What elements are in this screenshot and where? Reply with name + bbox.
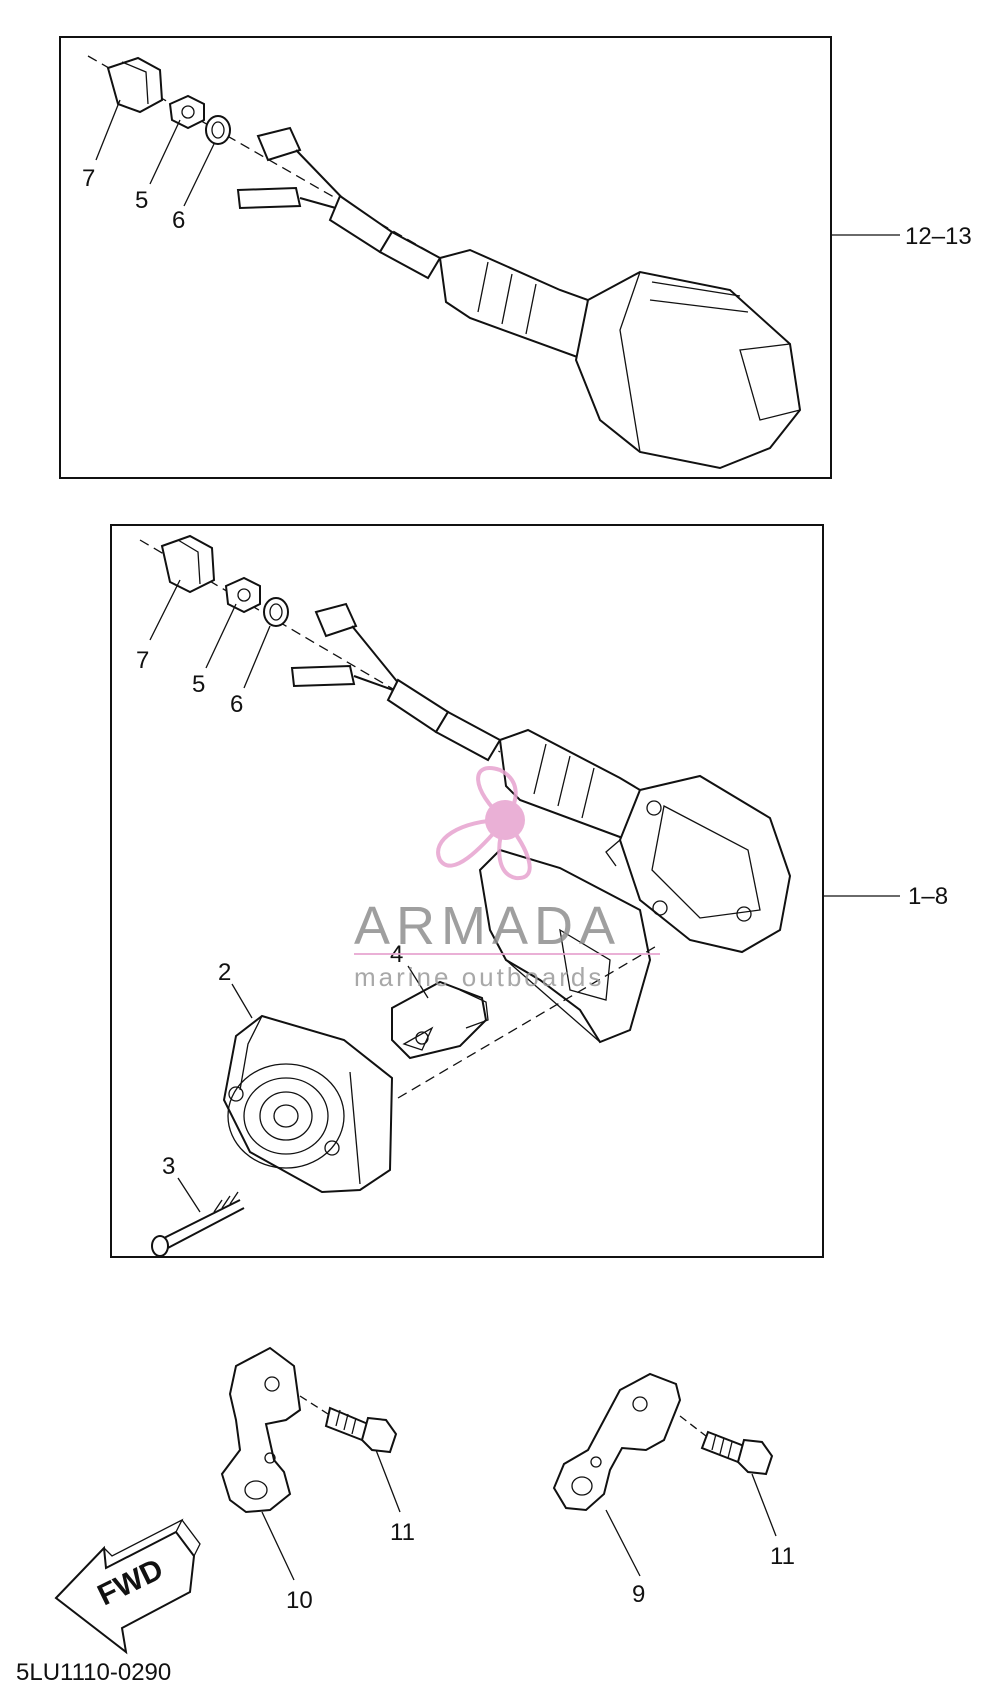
callout-top-assembly: 12–13 bbox=[905, 223, 972, 250]
main-lamp-body bbox=[498, 728, 792, 954]
main-washer bbox=[263, 597, 289, 627]
callout-main-7: 7 bbox=[136, 647, 149, 674]
main-lens bbox=[222, 1014, 394, 1194]
left-bracket-group: 11 10 bbox=[220, 1346, 415, 1614]
top-cap-nut bbox=[106, 56, 164, 114]
callout-bracket-10: 10 bbox=[286, 1587, 313, 1614]
callout-top-7: 7 bbox=[82, 165, 95, 192]
callout-main-6: 6 bbox=[230, 691, 243, 718]
callout-bracket-9: 9 bbox=[632, 1581, 645, 1608]
top-nut bbox=[168, 94, 205, 130]
armada-watermark: ARMADA marine outboards bbox=[354, 766, 660, 992]
callout-top-6: 6 bbox=[172, 207, 185, 234]
callout-top-5: 5 bbox=[135, 187, 148, 214]
callout-main-5: 5 bbox=[192, 671, 205, 698]
left-bolt bbox=[324, 1406, 398, 1454]
main-bulb bbox=[391, 980, 489, 1060]
main-assembly-panel: 7 5 6 1–8 2 3 4 bbox=[110, 524, 948, 1258]
top-assembly-panel: 7 5 6 12–13 bbox=[59, 36, 972, 479]
part-code: 5LU1110-0290 bbox=[16, 1659, 171, 1686]
main-panel-frame bbox=[110, 524, 824, 1258]
watermark-tagline: marine outboards bbox=[354, 962, 604, 992]
watermark-brand: ARMADA bbox=[354, 896, 621, 956]
main-wire-connectors bbox=[290, 602, 502, 762]
top-washer bbox=[205, 115, 231, 145]
right-bolt bbox=[700, 1430, 774, 1476]
main-screw bbox=[151, 1191, 245, 1257]
top-lamp-housing bbox=[438, 248, 802, 470]
top-panel-frame bbox=[59, 36, 832, 479]
callout-bracket-11-right: 11 bbox=[770, 1543, 795, 1570]
propeller-logo-icon bbox=[436, 766, 532, 881]
callout-bracket-11-left: 11 bbox=[390, 1519, 415, 1546]
top-wire-connectors bbox=[236, 126, 442, 280]
callout-main-3: 3 bbox=[162, 1153, 175, 1180]
fwd-arrow-icon: FWD bbox=[54, 1518, 201, 1655]
callout-main-assembly: 1–8 bbox=[908, 883, 948, 910]
main-cap-nut bbox=[160, 534, 216, 594]
main-nut bbox=[224, 576, 261, 614]
right-bracket-group: 11 9 bbox=[552, 1372, 795, 1608]
callout-main-2: 2 bbox=[218, 959, 231, 986]
